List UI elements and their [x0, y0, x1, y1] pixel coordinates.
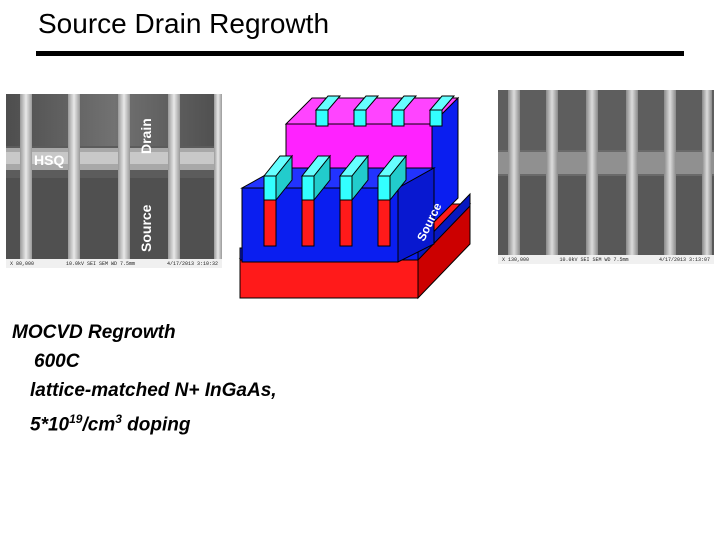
title-underline [36, 51, 684, 56]
channel-strips [263, 191, 391, 247]
sem-left-texture [6, 94, 222, 268]
notes-line-1: MOCVD Regrowth [12, 322, 176, 343]
sem-left-mag: X 80,000 [10, 260, 35, 267]
sem-right-date: 4/17/2013 3:13:07 [658, 256, 710, 263]
device-3d-svg: Drain Source [238, 95, 484, 300]
notes-line-3: lattice-matched N+ InGaAs, [30, 380, 277, 401]
notes-line-4: 5*1019/cm3 doping [12, 405, 277, 439]
sem-image-left: HSQ Drain Source X 80,000 10.0kV SEI SEM… [6, 94, 222, 268]
sem-right-texture [498, 90, 714, 264]
doping-unit-exponent: 3 [115, 412, 122, 426]
drain-label-left: Drain [138, 118, 154, 154]
sem-right-infobar: X 130,000 10.0kV SEI SEM WD 7.5mm 4/17/2… [498, 255, 714, 264]
sem-right-params: 10.0kV SEI SEM WD 7.5mm [559, 256, 629, 263]
sem-left-infobar: X 80,000 10.0kV SEI SEM WD 7.5mm 4/17/20… [6, 259, 222, 268]
hsq-label: HSQ [34, 152, 65, 168]
doping-prefix: 5*10 [30, 414, 70, 436]
device-diagram: Drain Source [236, 84, 486, 307]
source-label-left-text: Source [138, 204, 154, 252]
doping-exponent: 19 [69, 412, 83, 426]
sem-image-right: X 130,000 10.0kV SEI SEM WD 7.5mm 4/17/2… [498, 90, 714, 264]
drain-label-left-text: Drain [138, 118, 154, 154]
source-label-left: Source [138, 205, 154, 252]
sem-left-params: 10.0kV SEI SEM WD 7.5mm [65, 260, 135, 267]
slide-title: Source Drain Regrowth [38, 8, 330, 39]
regrowth-notes: MOCVD Regrowth 600C lattice-matched N+ I… [12, 318, 277, 439]
sem-left-date: 4/17/2013 3:10:32 [166, 260, 218, 267]
doping-suffix: doping [121, 414, 191, 436]
back-fins [314, 95, 456, 127]
front-fins [262, 154, 408, 202]
notes-line-2: 600C [34, 351, 80, 372]
doping-unit: /cm [82, 414, 116, 436]
sem-right-mag: X 130,000 [502, 256, 530, 263]
diagram-drain-label: Drain [458, 138, 484, 172]
